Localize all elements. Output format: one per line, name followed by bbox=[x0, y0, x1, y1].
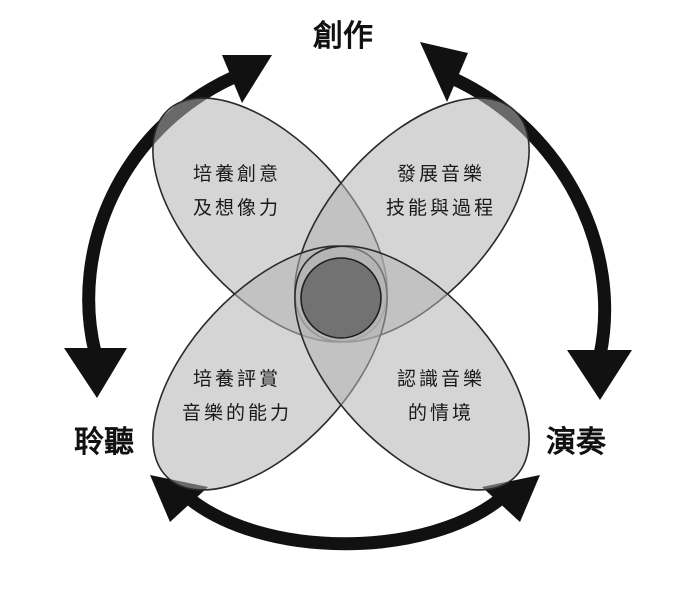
arrowhead-top-left bbox=[222, 55, 272, 103]
arrowhead-left-upper bbox=[64, 348, 127, 398]
petals bbox=[152, 97, 530, 491]
petal-bottom-left-line2: 音樂的能力 bbox=[182, 402, 292, 424]
petal-bottom-left-line1: 培養評賞 bbox=[193, 368, 281, 390]
label-creating: 創作 bbox=[313, 19, 373, 54]
arrow-bottom bbox=[180, 490, 510, 551]
label-listening: 聆聽 bbox=[74, 425, 134, 460]
arrowhead-top-right bbox=[420, 42, 468, 102]
petal-top-left-line2: 及想像力 bbox=[193, 197, 281, 219]
petal-bottom-right-line2: 的情境 bbox=[408, 402, 474, 424]
petal-labels: 培養創意 及想像力 發展音樂 技能與過程 培養評賞 音樂的能力 認識音樂 的情境 bbox=[182, 163, 496, 424]
cycle-labels: 創作 聆聽 演奏 bbox=[74, 19, 607, 460]
label-performing: 演奏 bbox=[546, 425, 607, 460]
petal-top-right-line2: 技能與過程 bbox=[386, 197, 496, 219]
petal-top-left-line1: 培養創意 bbox=[193, 163, 281, 185]
petal-top-right-line1: 發展音樂 bbox=[397, 163, 485, 185]
petal-bottom-right-line1: 認識音樂 bbox=[397, 368, 485, 390]
arrowhead-right-upper bbox=[567, 350, 632, 400]
center-circle bbox=[300, 257, 382, 339]
